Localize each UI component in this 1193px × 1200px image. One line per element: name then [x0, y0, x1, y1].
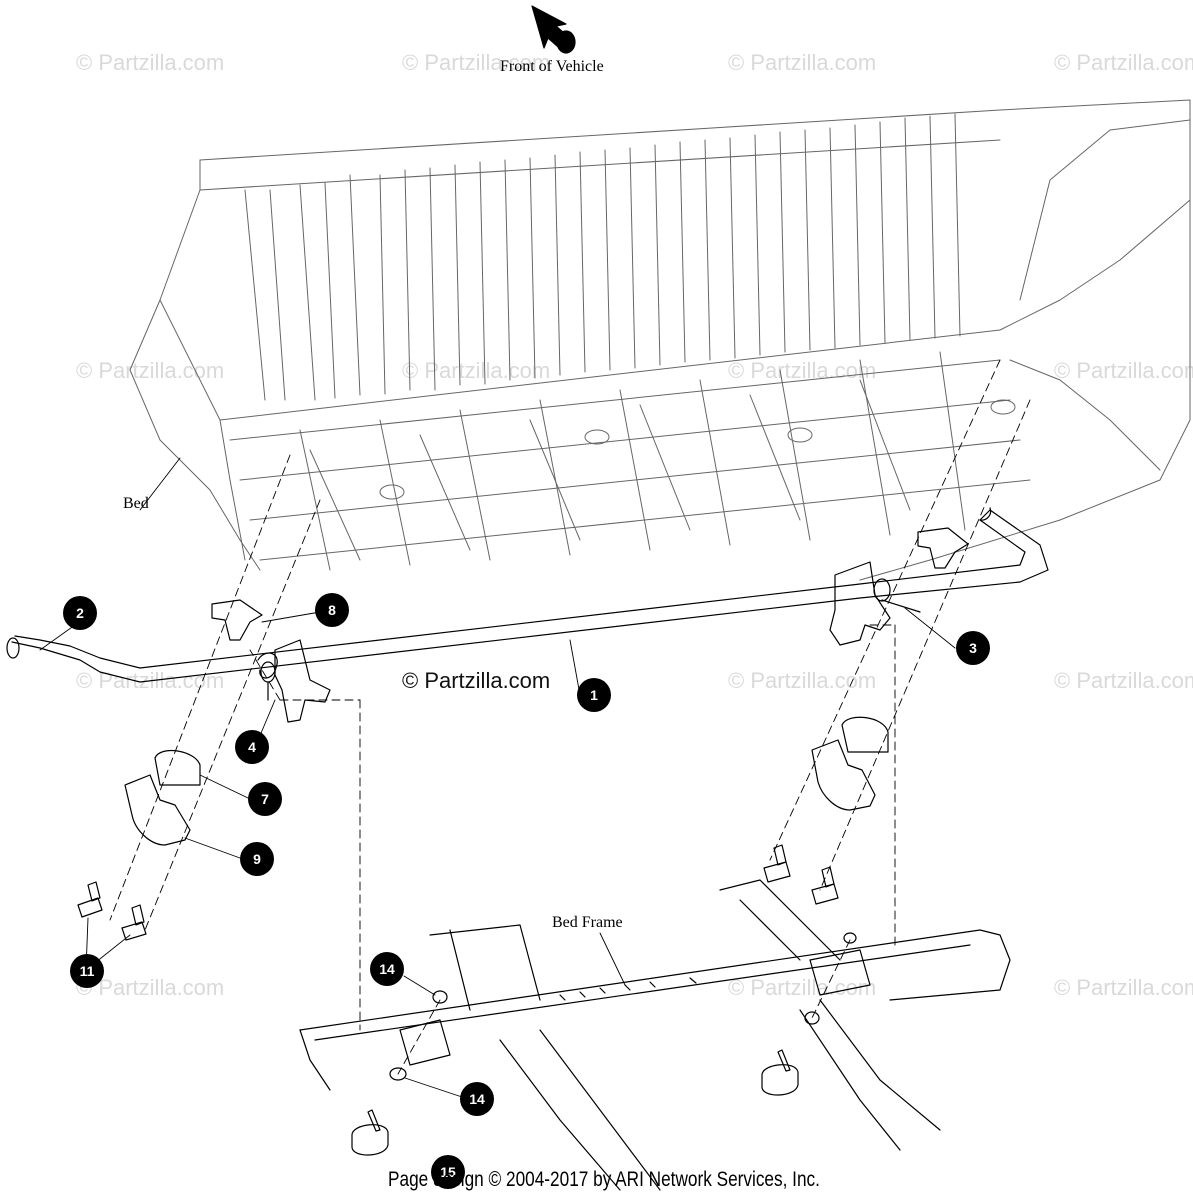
bed-frame-label: Bed Frame	[552, 914, 623, 931]
front-of-vehicle-label: Front of Vehicle	[500, 58, 604, 75]
bushing-lower	[154, 716, 889, 786]
center-watermark: © Partzilla.com	[402, 668, 551, 693]
callout-7: 7	[248, 782, 282, 816]
callout-8: 8	[315, 593, 349, 627]
bed-frame-outline	[299, 879, 1011, 1191]
screw	[77, 844, 839, 941]
watermark: © Partzilla.com	[1054, 975, 1193, 1000]
watermark: © Partzilla.com	[728, 668, 877, 693]
callout-11: 11	[70, 954, 104, 988]
watermark: © Partzilla.com	[728, 358, 877, 383]
callout-1: 1	[577, 678, 611, 712]
left-latch	[257, 639, 331, 723]
bed-label: Bed	[123, 495, 149, 512]
front-direction-arrow-icon	[531, 5, 576, 54]
watermark: © Partzilla.com	[1054, 50, 1193, 75]
callout-14-lower: 14	[460, 1082, 494, 1116]
pivot-rod	[6, 507, 1049, 683]
callout-14-upper: 14	[370, 952, 404, 986]
knob	[351, 1049, 799, 1156]
watermark: © Partzilla.com	[402, 50, 551, 75]
callout-3: 3	[956, 631, 990, 665]
leader-lines	[39, 457, 956, 1099]
assembly-lines	[109, 359, 1031, 1075]
clamp	[124, 739, 876, 846]
watermark: © Partzilla.com	[728, 50, 877, 75]
cargo-bed-outline	[129, 99, 1191, 581]
page-footer: Page design © 2004-2017 by ARI Network S…	[388, 1168, 820, 1191]
callout-2: 2	[63, 596, 97, 630]
watermark: © Partzilla.com	[728, 975, 877, 1000]
watermark: © Partzilla.com	[402, 358, 551, 383]
callout-9: 9	[240, 842, 274, 876]
callout-15: 15	[431, 1155, 465, 1189]
watermark: © Partzilla.com	[76, 50, 225, 75]
bushing-top	[211, 527, 969, 641]
watermark: © Partzilla.com	[1054, 668, 1193, 693]
nut	[389, 932, 857, 1081]
callout-4: 4	[235, 730, 269, 764]
watermark: © Partzilla.com	[1054, 358, 1193, 383]
